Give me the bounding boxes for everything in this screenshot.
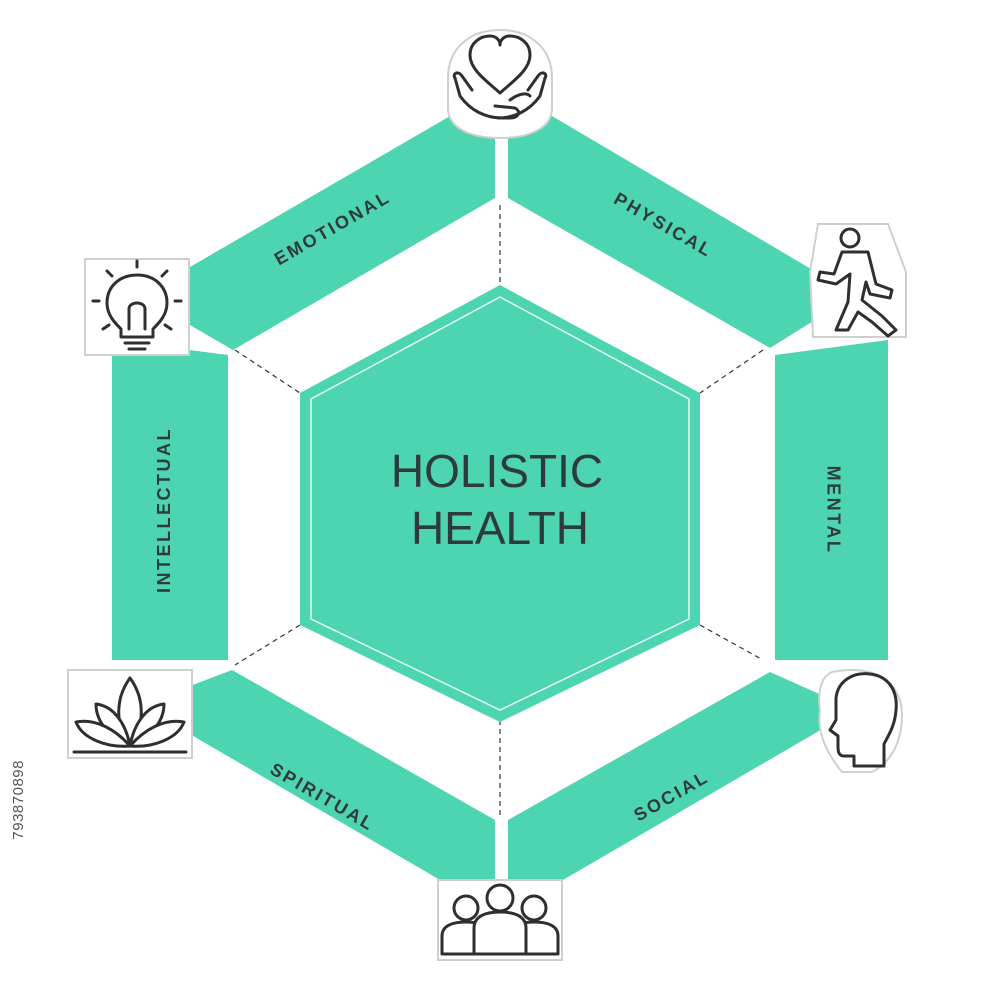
lightbulb-icon (84, 258, 190, 356)
label-mental: MENTAL (823, 466, 843, 555)
stock-id-text: 793870898 (10, 760, 27, 840)
connector-top-right (699, 349, 764, 394)
connector-bottom-right (699, 624, 764, 661)
heart-in-hands-icon (447, 28, 553, 140)
connector-top-left (234, 349, 301, 394)
lotus-icon (67, 669, 193, 759)
group-people-icon (437, 879, 563, 961)
outer-band (112, 90, 888, 912)
segment-spiritual (140, 670, 495, 912)
dashed-connectors (234, 205, 764, 815)
segment-intellectual (112, 340, 228, 660)
head-profile-icon (818, 668, 904, 773)
center-hexagon-inner-outline (310, 296, 690, 711)
walking-person-icon (808, 223, 907, 338)
center-hexagon (300, 285, 700, 722)
connector-bottom-left (234, 624, 301, 666)
segment-emotional (140, 90, 495, 350)
segment-physical (508, 90, 855, 348)
center-title-line2: HEALTH (411, 502, 589, 554)
segment-social (508, 672, 855, 912)
center-title-line1: HOLISTIC (391, 445, 603, 497)
segment-mental (775, 340, 888, 660)
label-intellectual: INTELLECTUAL (154, 427, 174, 593)
